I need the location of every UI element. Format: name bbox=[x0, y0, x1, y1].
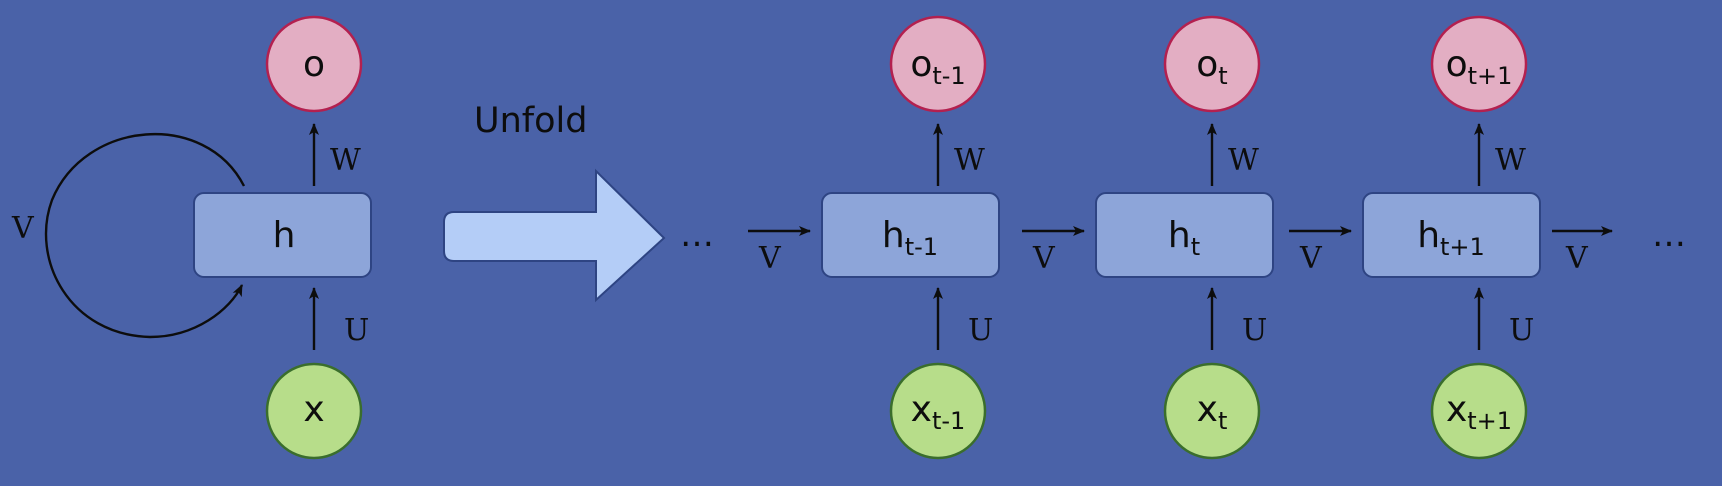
hidden-node-t bbox=[1095, 192, 1274, 278]
folded-rnn: V o W h U x bbox=[11, 15, 372, 460]
input-label-t-1: xt-1 bbox=[911, 389, 966, 435]
input-node-t-1 bbox=[889, 362, 987, 460]
output-node-t+1 bbox=[1430, 15, 1528, 113]
trailing-v-label: V bbox=[1565, 241, 1589, 276]
u-label-t+1: U bbox=[1509, 313, 1534, 348]
input-label-t: xt bbox=[1197, 389, 1228, 435]
trailing-ellipsis: … bbox=[1652, 215, 1686, 255]
u-label-t: U bbox=[1242, 313, 1267, 348]
unfold-arrow-icon bbox=[443, 168, 666, 303]
output-label-t+1: ot+1 bbox=[1446, 44, 1513, 90]
hidden-subscript: t-1 bbox=[905, 233, 938, 261]
output-subscript: t-1 bbox=[932, 62, 965, 90]
input-subscript: t-1 bbox=[932, 407, 965, 435]
hidden-node-t-1 bbox=[821, 192, 1000, 278]
output-label-t: ot bbox=[1196, 44, 1227, 90]
hidden-node-label: h bbox=[273, 215, 296, 256]
input-letter: x bbox=[911, 389, 932, 430]
w-label-t: W bbox=[1228, 143, 1259, 178]
hidden-label-t-1: ht-1 bbox=[882, 215, 938, 261]
input-subscript: t+1 bbox=[1467, 407, 1512, 435]
input-label-t+1: xt+1 bbox=[1446, 389, 1512, 435]
loop-v-label: V bbox=[11, 211, 35, 246]
hidden-subscript: t bbox=[1191, 233, 1200, 261]
output-node-label: o bbox=[303, 44, 325, 85]
w-label-t-1: W bbox=[954, 143, 985, 178]
hidden-label-t+1: ht+1 bbox=[1417, 215, 1485, 261]
unfold-label: Unfold bbox=[474, 101, 587, 141]
hidden-letter: h bbox=[1417, 215, 1440, 256]
hidden-letter: h bbox=[882, 215, 905, 256]
output-subscript: t bbox=[1218, 62, 1227, 90]
output-label-t-1: ot-1 bbox=[910, 44, 965, 90]
u-label-t-1: U bbox=[968, 313, 993, 348]
v-label-t-1: V bbox=[758, 241, 782, 276]
input-letter: x bbox=[1446, 389, 1467, 430]
input-node-t bbox=[1163, 362, 1261, 460]
input-subscript: t bbox=[1218, 407, 1227, 435]
input-node-label: x bbox=[303, 389, 324, 430]
u-label: U bbox=[344, 313, 369, 348]
output-letter: o bbox=[1196, 44, 1218, 85]
input-letter: x bbox=[1197, 389, 1218, 430]
input-node bbox=[265, 362, 363, 460]
v-label-t: V bbox=[1032, 241, 1056, 276]
w-label: W bbox=[330, 143, 361, 178]
recurrent-loop-arrow bbox=[44, 133, 246, 339]
hidden-label-t: ht bbox=[1168, 215, 1200, 261]
output-letter: o bbox=[910, 44, 932, 85]
output-node-t bbox=[1163, 15, 1261, 113]
hidden-subscript: t+1 bbox=[1440, 233, 1485, 261]
hidden-node-t+1 bbox=[1362, 192, 1541, 278]
output-subscript: t+1 bbox=[1468, 62, 1513, 90]
v-label-t+1: V bbox=[1299, 241, 1323, 276]
output-node-t-1 bbox=[889, 15, 987, 113]
w-label-t+1: W bbox=[1495, 143, 1526, 178]
unfold-arrow-group: Unfold bbox=[443, 101, 666, 303]
hidden-node bbox=[193, 192, 372, 278]
leading-ellipsis: … bbox=[680, 215, 714, 255]
hidden-letter: h bbox=[1168, 215, 1191, 256]
input-node-t+1 bbox=[1430, 362, 1528, 460]
output-node bbox=[265, 15, 363, 113]
output-letter: o bbox=[1446, 44, 1468, 85]
